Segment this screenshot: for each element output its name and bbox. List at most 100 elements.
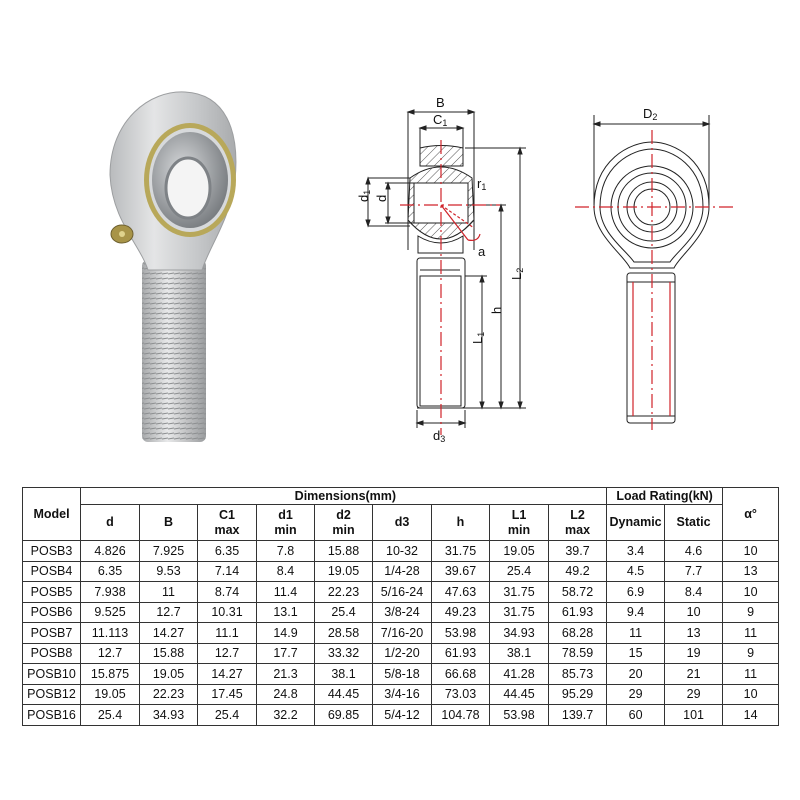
column-header-qualifier: max (565, 522, 591, 537)
label-d: d (374, 195, 389, 202)
table-cell: 14.9 (256, 622, 315, 644)
column-header-d3: d3 (372, 504, 432, 541)
column-header-label: Static (676, 515, 711, 530)
table-cell: 9.53 (139, 560, 198, 582)
table-cell: 38.1 (314, 663, 373, 685)
table-cell: 68.28 (547, 622, 608, 644)
table-cell: 25.4 (489, 560, 549, 582)
column-header-qualifier: min (507, 522, 531, 537)
table-cell: 24.8 (256, 683, 315, 705)
table-cell: 14.27 (139, 622, 198, 644)
table-cell: 11 (722, 622, 780, 644)
label-C1: C1 (433, 112, 447, 128)
table-cell: 9.525 (80, 601, 140, 623)
label-B: B (436, 95, 445, 110)
table-cell: 8.74 (197, 581, 257, 603)
table-cell: 9 (722, 601, 780, 623)
table-cell: 6.9 (606, 581, 666, 603)
table-cell: 15 (606, 642, 666, 664)
table-cell: 3/8-24 (372, 601, 432, 623)
table-cell: 60 (606, 704, 666, 726)
column-header-label: L1 (511, 508, 527, 523)
model-cell: POSB7 (22, 622, 81, 644)
table-cell: 6.35 (80, 560, 140, 582)
table-cell: 12.7 (80, 642, 140, 664)
model-cell: POSB4 (22, 560, 81, 582)
table-cell: 21.3 (256, 663, 315, 685)
table-cell: 19.05 (314, 560, 373, 582)
table-cell: 4.6 (664, 540, 724, 562)
model-cell: POSB5 (22, 581, 81, 603)
column-header-dynamic: Dynamic (606, 504, 666, 541)
table-cell: 10.31 (197, 601, 257, 623)
column-header-d: d (80, 504, 140, 541)
table-cell: 15.88 (314, 540, 373, 562)
table-cell: 39.67 (431, 560, 490, 582)
table-cell: 15.88 (139, 642, 198, 664)
table-cell: 1/4-28 (372, 560, 432, 582)
column-header-qualifier: max (214, 522, 240, 537)
header-alpha: α° (722, 487, 780, 541)
table-cell: 19 (664, 642, 724, 664)
table-cell: 25.4 (80, 704, 140, 726)
table-cell: 11 (139, 581, 198, 603)
label-d3: d3 (433, 428, 445, 444)
table-cell: 10 (722, 540, 780, 562)
table-cell: 1/2-20 (372, 642, 432, 664)
table-cell: 34.93 (489, 622, 549, 644)
table-cell: 49.23 (431, 601, 490, 623)
table-cell: 47.63 (431, 581, 490, 603)
table-cell: 66.68 (431, 663, 490, 685)
table-cell: 11 (606, 622, 666, 644)
table-cell: 19.05 (489, 540, 549, 562)
table-cell: 7.8 (256, 540, 315, 562)
table-cell: 34.93 (139, 704, 198, 726)
table-cell: 4.826 (80, 540, 140, 562)
table-cell: 31.75 (431, 540, 490, 562)
model-cell: POSB16 (22, 704, 81, 726)
table-cell: 61.93 (431, 642, 490, 664)
column-header-label: Dynamic (609, 515, 662, 530)
table-cell: 14.27 (197, 663, 257, 685)
table-cell: 13 (722, 560, 780, 582)
column-header-label: h (456, 515, 465, 530)
table-cell: 12.7 (139, 601, 198, 623)
table-cell: 53.98 (489, 704, 549, 726)
product-photo-rod-end (109, 91, 237, 442)
table-cell: 7.925 (139, 540, 198, 562)
table-cell: 3.4 (606, 540, 666, 562)
table-cell: 44.45 (489, 683, 549, 705)
label-L1: L1 (470, 332, 486, 344)
table-cell: 11.113 (80, 622, 140, 644)
table-cell: 58.72 (547, 581, 608, 603)
table-cell: 39.7 (547, 540, 608, 562)
table-cell: 53.98 (431, 622, 490, 644)
table-cell: 25.4 (314, 601, 373, 623)
table-cell: 3/4-16 (372, 683, 432, 705)
table-cell: 22.23 (139, 683, 198, 705)
side-section-diagram: B C1 d1 d r1 a L2 h L1 d3 (356, 95, 526, 444)
table-cell: 7/16-20 (372, 622, 432, 644)
table-cell: 22.23 (314, 581, 373, 603)
table-cell: 85.73 (547, 663, 608, 685)
table-cell: 19.05 (80, 683, 140, 705)
table-cell: 6.35 (197, 540, 257, 562)
table-cell: 13 (664, 622, 724, 644)
table-cell: 20 (606, 663, 666, 685)
table-cell: 9 (722, 642, 780, 664)
table-cell: 12.7 (197, 642, 257, 664)
model-cell: POSB12 (22, 683, 81, 705)
table-cell: 41.28 (489, 663, 549, 685)
table-cell: 7.7 (664, 560, 724, 582)
table-cell: 49.2 (547, 560, 608, 582)
column-header-label: C1 (219, 508, 235, 523)
